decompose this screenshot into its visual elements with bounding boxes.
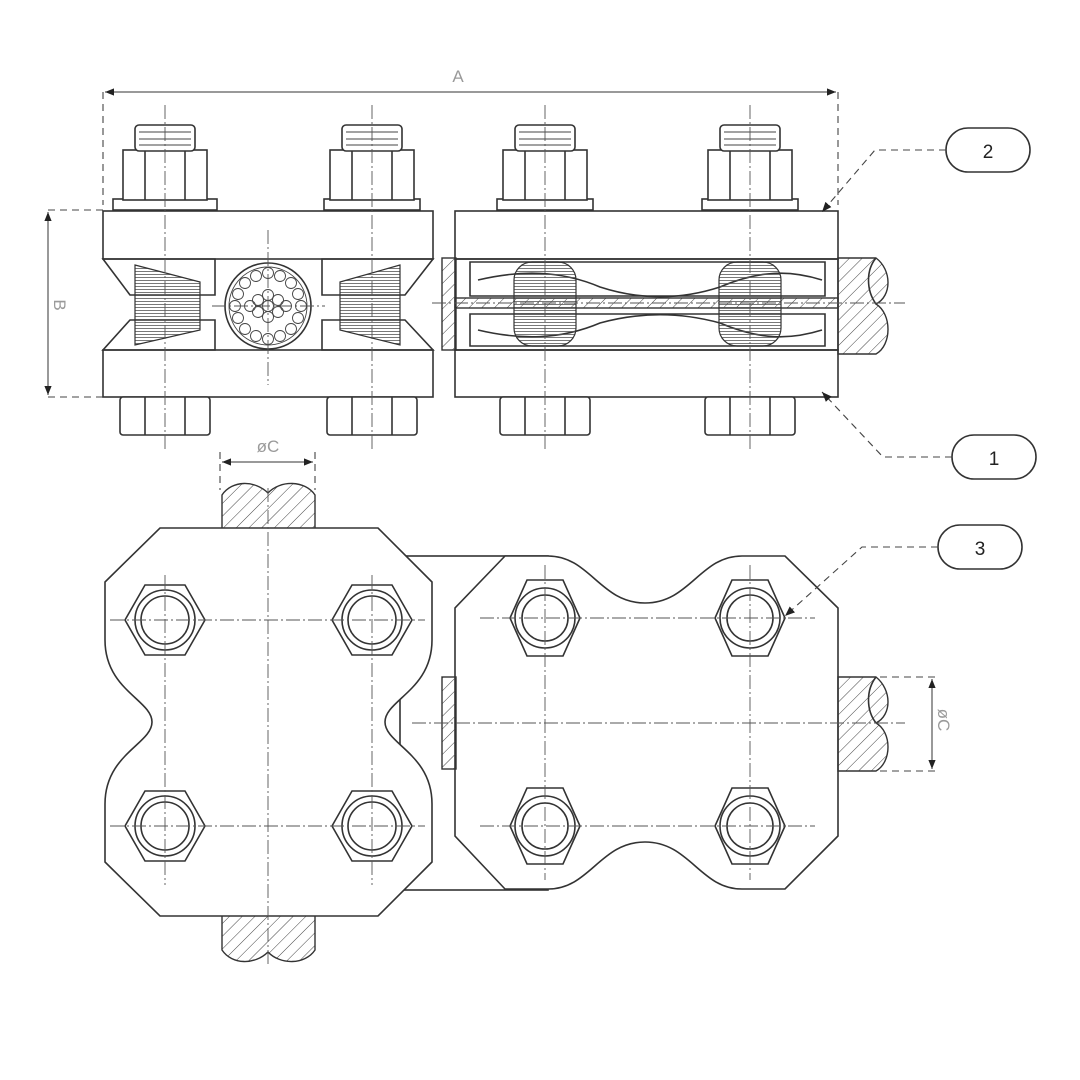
vertical-conductor-top xyxy=(221,482,316,531)
dimension-b: B xyxy=(44,209,103,398)
callout-2-label: 2 xyxy=(983,142,994,163)
plan-view: øC øC xyxy=(104,437,953,965)
dimension-a-label: A xyxy=(452,67,464,86)
middle-bolt-thread xyxy=(339,264,401,346)
dimension-c-right-label: øC xyxy=(934,709,953,732)
callout-1-label: 1 xyxy=(989,449,1000,470)
right-conductor-section xyxy=(837,257,889,355)
dimension-b-label: B xyxy=(50,299,69,310)
callout-3: 3 xyxy=(784,524,1023,617)
right-clamp-plate xyxy=(454,555,839,890)
dimension-a: A xyxy=(102,67,839,205)
dimension-c-right: øC xyxy=(880,676,953,772)
right-upper-plate xyxy=(454,210,839,260)
callout-3-label: 3 xyxy=(975,539,986,560)
dimension-c-top: øC xyxy=(219,437,316,490)
top-nuts xyxy=(112,124,799,211)
vertical-conductor-bottom xyxy=(221,914,316,963)
dimension-c-top-label: øC xyxy=(257,437,280,456)
callout-1: 1 xyxy=(821,391,1037,480)
side-view: A B xyxy=(44,67,905,450)
callout-2: 2 xyxy=(821,127,1031,213)
right-lower-plate xyxy=(454,349,839,398)
left-bolt-thread xyxy=(134,264,201,346)
bottom-bolt-heads xyxy=(119,396,796,436)
horizontal-conductor-right xyxy=(837,676,889,772)
